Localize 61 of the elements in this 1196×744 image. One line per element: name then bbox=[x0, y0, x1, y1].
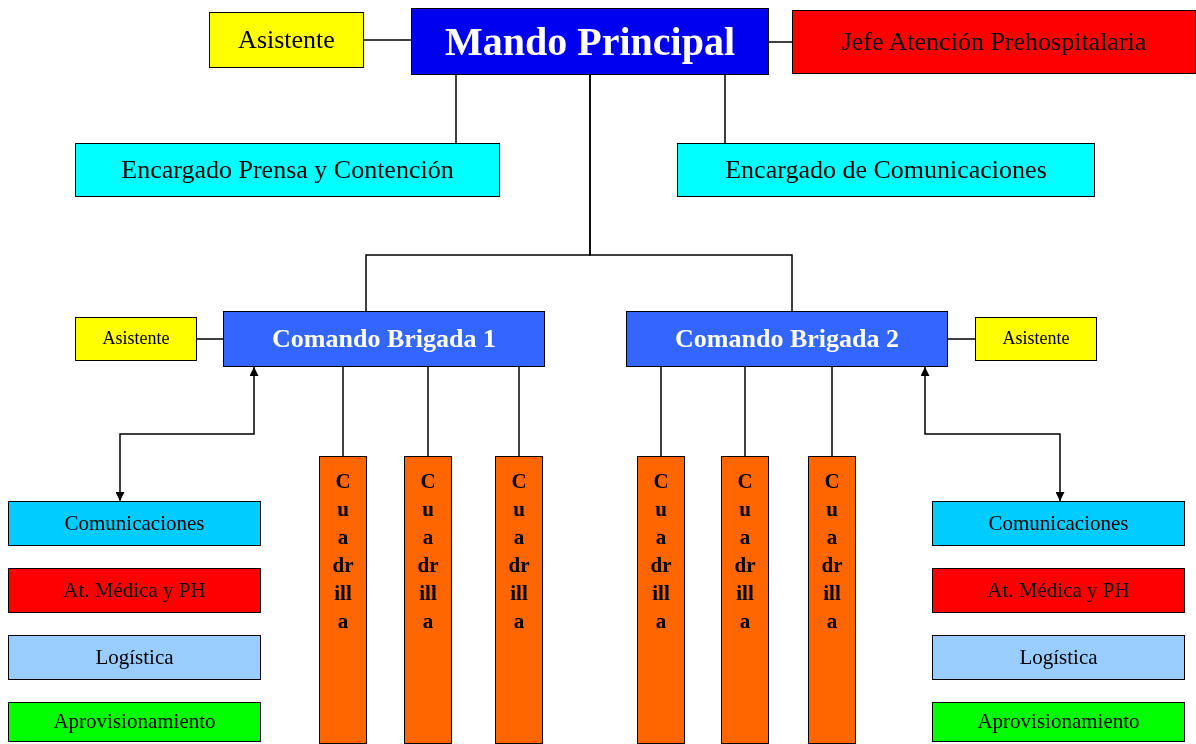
org-box bbox=[8, 501, 261, 546]
box-label: Encargado de Comunicaciones bbox=[725, 155, 1047, 185]
box-label: Cuadrilla bbox=[650, 468, 672, 635]
connector-line bbox=[427, 366, 429, 457]
connector-line bbox=[831, 366, 833, 457]
box-label: Aprovisionamiento bbox=[977, 710, 1140, 734]
org-box bbox=[209, 12, 364, 68]
org-box bbox=[932, 702, 1185, 742]
connector-line bbox=[455, 74, 457, 144]
box-label: Logística bbox=[95, 645, 174, 670]
org-box bbox=[932, 568, 1185, 613]
box-label: Mando Principal bbox=[445, 19, 735, 64]
org-box bbox=[626, 311, 948, 367]
org-box bbox=[319, 456, 367, 744]
org-box bbox=[677, 143, 1095, 197]
org-box bbox=[932, 635, 1185, 680]
connector-line bbox=[196, 338, 224, 340]
connector-line bbox=[660, 366, 662, 457]
org-box bbox=[8, 635, 261, 680]
org-box bbox=[223, 311, 545, 367]
connector-line bbox=[744, 366, 746, 457]
box-label: Asistente bbox=[1002, 329, 1070, 349]
box-label: Comando Brigada 2 bbox=[675, 324, 899, 354]
box-label: Comunicaciones bbox=[64, 511, 205, 536]
box-label: Logística bbox=[1019, 645, 1098, 670]
org-box bbox=[637, 456, 685, 744]
box-label: Asistente bbox=[102, 329, 170, 349]
org-box bbox=[495, 456, 543, 744]
org-box bbox=[75, 143, 500, 197]
connector-line bbox=[920, 366, 1065, 502]
connector-line bbox=[724, 74, 726, 144]
box-label: Cuadrilla bbox=[417, 468, 439, 635]
org-box bbox=[808, 456, 856, 744]
connector-line bbox=[947, 338, 976, 340]
box-label: Cuadrilla bbox=[821, 468, 843, 635]
box-label: Cuadrilla bbox=[332, 468, 354, 635]
org-box bbox=[8, 568, 261, 613]
box-label: Cuadrilla bbox=[734, 468, 756, 635]
box-label: Comando Brigada 1 bbox=[272, 324, 496, 354]
org-box bbox=[975, 317, 1097, 361]
connector-line bbox=[518, 366, 520, 457]
box-label: Asistente bbox=[238, 25, 335, 55]
box-label: Jefe Atención Prehospitalaria bbox=[841, 27, 1147, 57]
connector-line bbox=[342, 366, 344, 457]
org-box bbox=[404, 456, 452, 744]
box-label: At. Médica y PH bbox=[63, 578, 206, 603]
connector-line bbox=[363, 39, 412, 41]
org-box bbox=[792, 10, 1196, 74]
connector-line bbox=[589, 74, 793, 312]
connector-line bbox=[115, 366, 259, 502]
org-box bbox=[721, 456, 769, 744]
box-label: Encargado Prensa y Contención bbox=[121, 155, 454, 185]
box-label: Comunicaciones bbox=[988, 511, 1129, 536]
org-box bbox=[75, 317, 197, 361]
org-box bbox=[932, 501, 1185, 546]
box-label: Cuadrilla bbox=[508, 468, 530, 635]
org-box bbox=[8, 702, 261, 742]
org-box bbox=[411, 8, 769, 75]
connector-line bbox=[768, 41, 793, 43]
box-label: Aprovisionamiento bbox=[53, 710, 216, 734]
box-label: At. Médica y PH bbox=[987, 578, 1130, 603]
